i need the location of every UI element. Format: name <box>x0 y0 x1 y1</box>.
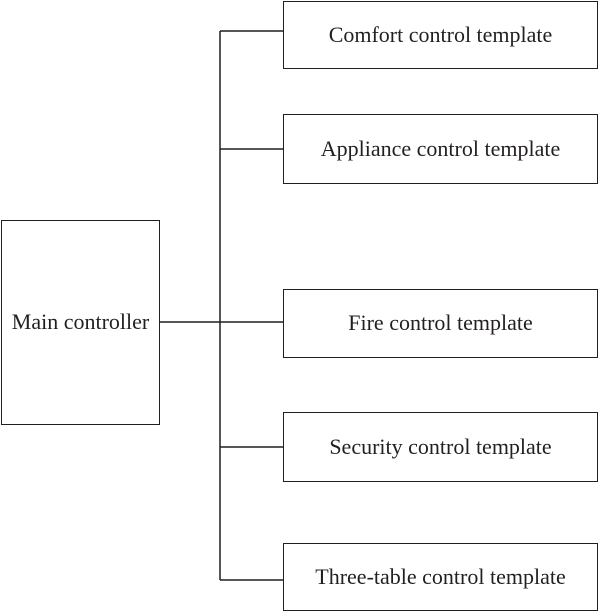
template-label: Appliance control template <box>320 135 561 161</box>
comfort-control-template-node: Comfort control template <box>283 1 598 69</box>
three-table-control-template-node: Three-table control template <box>283 543 598 611</box>
template-label: Fire control template <box>348 310 533 336</box>
template-label: Three-table control template <box>315 563 566 589</box>
main-controller-label: Main controller <box>11 309 150 335</box>
template-label: Security control template <box>329 433 552 459</box>
template-label: Comfort control template <box>328 21 553 47</box>
appliance-control-template-node: Appliance control template <box>283 114 598 184</box>
fire-control-template-node: Fire control template <box>283 289 598 358</box>
main-controller-node: Main controller <box>1 220 160 425</box>
security-control-template-node: Security control template <box>283 412 598 482</box>
